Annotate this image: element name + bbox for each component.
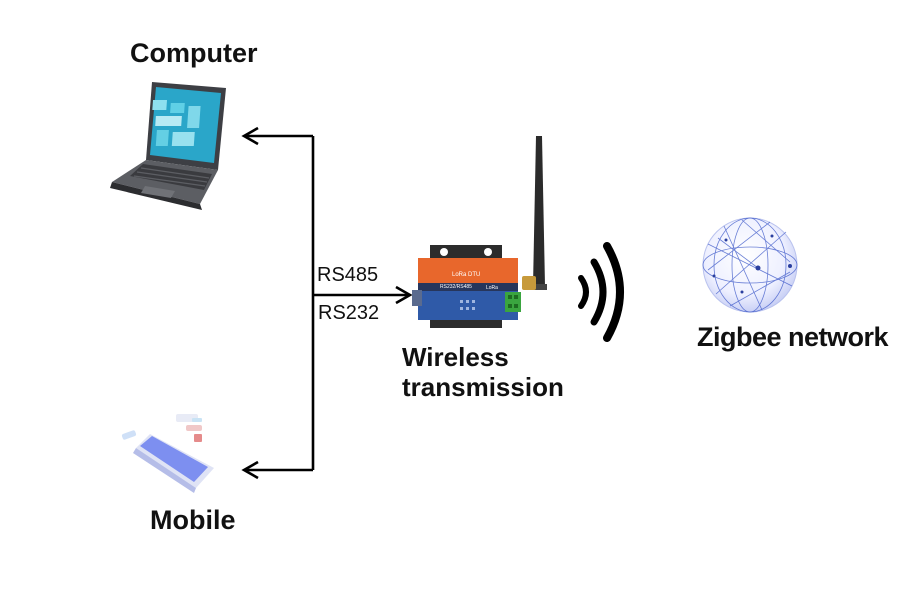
wireless-label-line1: Wireless	[402, 342, 509, 372]
device-top-label: LoRa DTU	[452, 272, 480, 278]
wireless-label-line2: transmission	[402, 372, 564, 402]
antenna-icon	[522, 136, 547, 290]
device-model-label: RS232/RS485	[440, 284, 472, 290]
zigbee-network-label: Zigbee network	[697, 322, 889, 352]
arrow-to-mobile-head	[241, 460, 259, 480]
arrow-to-computer-head	[241, 126, 259, 146]
mobile-label: Mobile	[150, 505, 236, 535]
globe-network-icon	[702, 217, 798, 313]
device-badge: LoRa	[486, 285, 498, 291]
laptop-icon	[110, 82, 226, 210]
wireless-transmission-label: Wireless transmission	[402, 342, 564, 402]
lora-dtu-device: LoRa DTU RS232/RS485 LoRa	[412, 245, 521, 328]
arrow-to-device-head	[395, 285, 413, 305]
rs485-label: RS485	[317, 264, 379, 286]
computer-label: Computer	[130, 38, 258, 68]
connector-lines	[241, 126, 413, 480]
rs232-label: RS232	[318, 302, 380, 324]
wireless-signal-icon	[578, 242, 624, 342]
phone-icon	[121, 414, 214, 493]
